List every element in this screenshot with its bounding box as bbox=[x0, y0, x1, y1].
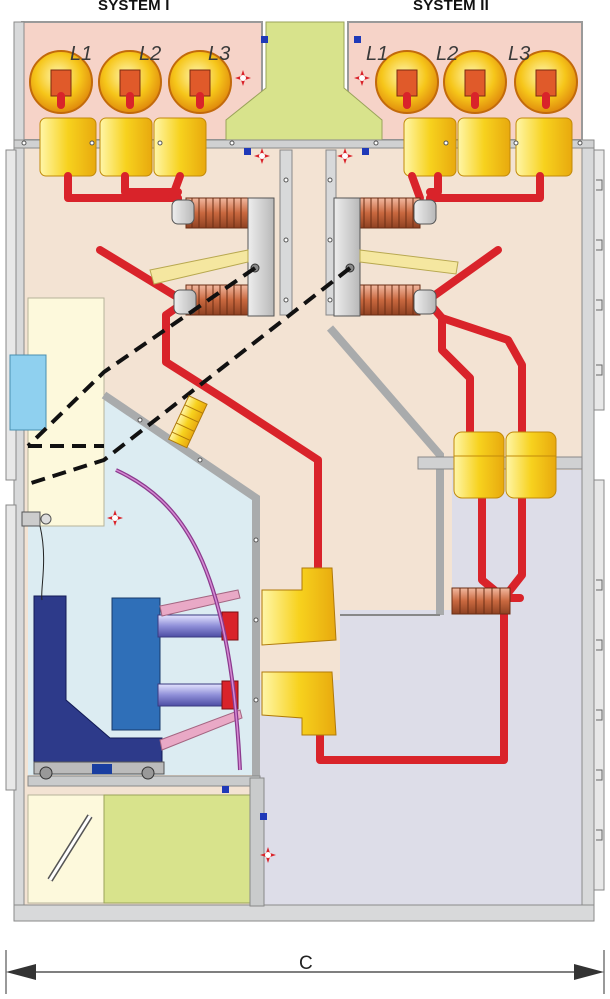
phase-label-s1-l2: L2 bbox=[139, 43, 161, 65]
phase-label-s1-l3: L3 bbox=[208, 43, 230, 65]
dimension-label: C bbox=[299, 953, 313, 974]
cable-bushing bbox=[451, 587, 511, 615]
circuit-breaker bbox=[33, 468, 243, 780]
current-transformers bbox=[453, 431, 557, 499]
operating-linkage bbox=[26, 266, 352, 486]
top-separator bbox=[13, 139, 595, 149]
phase-label-s2-l1: L1 bbox=[366, 43, 388, 65]
dimension-arrow bbox=[5, 950, 605, 994]
display-window bbox=[9, 354, 47, 431]
blue-marker-icon bbox=[222, 36, 369, 820]
breaker-partition bbox=[101, 391, 260, 776]
breaker-contacts bbox=[261, 567, 337, 736]
low-voltage-compartment bbox=[27, 297, 105, 527]
busbars-system-2: L1 L2 L3 bbox=[366, 43, 578, 177]
voltage-insulator bbox=[167, 395, 208, 449]
base-frame bbox=[13, 904, 595, 922]
phase-label-s1-l1: L1 bbox=[70, 43, 92, 65]
cable-partition bbox=[326, 325, 444, 615]
disconnector-wall-1 bbox=[279, 149, 293, 316]
green-block bbox=[103, 794, 259, 904]
busbars-system-1: L1 L2 L3 bbox=[29, 43, 232, 177]
right-frame bbox=[581, 147, 595, 909]
system-1-label: SYSTEM I bbox=[98, 0, 170, 14]
terminal-block bbox=[21, 511, 93, 882]
system-2-label: SYSTEM II bbox=[413, 0, 489, 14]
phase-label-s2-l2: L2 bbox=[436, 43, 458, 65]
phase-label-s2-l3: L3 bbox=[508, 43, 530, 65]
